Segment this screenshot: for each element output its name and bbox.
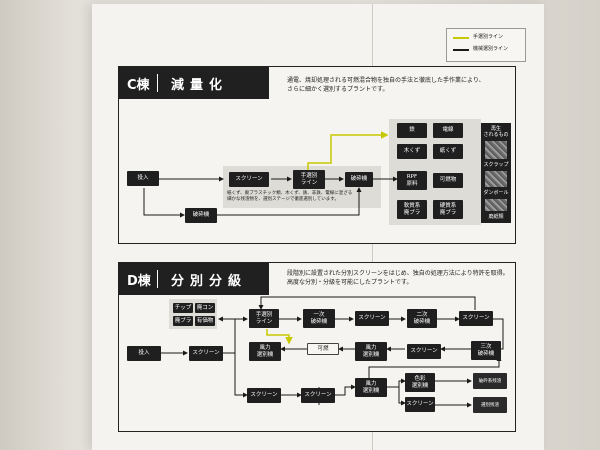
d-pc-node: 廃コン	[195, 303, 215, 313]
c-crusher-node-1: 破砕機	[345, 172, 373, 187]
c-process-note: 紙くず、廃プラスチック類、木くず、鉄、非鉄、電線に混ざる 細かな残渣物を、選別ス…	[227, 191, 353, 202]
c-photo-caption-2: ダンボール	[483, 190, 509, 196]
c-recycled-panel: 再生 されるもの スクラップ ダンボール 廃紙類	[481, 123, 511, 223]
c-recycled-title: 再生 されるもの	[483, 126, 509, 138]
section-c-header: C棟 減量化	[119, 67, 269, 99]
d-screen-g: スクリーン	[405, 397, 435, 412]
header-divider	[157, 74, 158, 92]
d-color-sorter: 色彩 選別機	[405, 373, 435, 392]
d-screen-b: スクリーン	[355, 311, 389, 326]
legend-manual-label: 手選別ライン	[473, 34, 504, 40]
waste-paper-photo	[485, 199, 507, 211]
section-d-desc-1: 段階別に設置された分別スクリーンをはじめ、独自の処理方法により特許を取得。	[287, 270, 509, 277]
section-c-flow-lines	[143, 131, 398, 218]
c-output-fuel: 可燃物	[433, 173, 463, 188]
legend-manual: 手選別ライン	[453, 33, 523, 43]
d-manual-line-node: 手選別 ライン	[249, 309, 279, 328]
d-screen-f: スクリーン	[301, 388, 335, 403]
c-output-paper: 紙くず	[433, 144, 463, 159]
legend-machine-swatch	[453, 49, 469, 51]
section-c-desc-2: さらに細かく選別するプラントです。	[287, 86, 389, 93]
legend-machine: 機械選別ライン	[453, 45, 523, 55]
section-d-name: 分別分級	[171, 274, 248, 289]
section-d-code: D棟	[127, 274, 151, 289]
d-output-2: 選別残渣	[473, 397, 507, 413]
d-primary-crusher: 一次 破砕機	[303, 309, 335, 328]
d-combustible-node: 可燃	[307, 343, 339, 355]
section-d-desc-2: 高度な分別・分級を可能にしたプラントです。	[287, 279, 413, 286]
c-output-soft-plastic: 軟質系 廃プラ	[397, 200, 427, 219]
c-output-rpf: RPF 原料	[397, 171, 427, 190]
c-output-hard-plastic: 硬質系 廃プラ	[433, 200, 463, 219]
d-tertiary-crusher: 三次 破砕機	[471, 341, 501, 360]
c-crusher-node-2: 破砕機	[185, 208, 217, 223]
section-c-name: 減量化	[171, 78, 229, 93]
c-input-node: 投入	[127, 171, 159, 186]
legend: 手選別ライン 機械選別ライン	[446, 28, 526, 62]
d-input-node: 投入	[127, 346, 161, 361]
section-d-header: D棟 分別分級	[119, 263, 269, 295]
c-screen-node: スクリーン	[229, 172, 269, 187]
d-chip-node: チップ	[173, 303, 193, 313]
c-output-wood: 木くず	[397, 144, 427, 159]
d-screen-a: スクリーン	[189, 346, 223, 361]
d-screen-d: スクリーン	[407, 344, 441, 359]
d-wind-sorter-2: 風力 選別機	[355, 342, 387, 361]
section-c: C棟 減量化 通電、焼却処理される可燃混合物を独自の手法と徹底した手作業により、…	[118, 66, 516, 244]
d-secondary-crusher: 二次 破砕機	[407, 309, 437, 328]
d-valuable-node: 有価物	[195, 316, 215, 326]
c-manual-line-node: 手選別 ライン	[293, 170, 325, 189]
d-output-1: 破砕系残渣	[473, 373, 507, 389]
c-output-iron: 鉄	[397, 123, 427, 138]
d-screen-e: スクリーン	[247, 388, 281, 403]
d-screen-c: スクリーン	[459, 311, 493, 326]
c-photo-caption-3: 廃紙類	[488, 214, 504, 220]
c-output-wire: 電線	[433, 123, 463, 138]
section-d: D棟 分別分級 段階別に設置された分別スクリーンをはじめ、独自の処理方法により特…	[118, 262, 516, 432]
section-c-desc-1: 通電、焼却処理される可燃混合物を独自の手法と徹底した手作業により、	[287, 77, 485, 84]
header-divider	[157, 270, 158, 288]
d-wind-sorter-3: 風力 選別機	[355, 378, 387, 397]
legend-manual-swatch	[453, 37, 469, 39]
scrap-photo	[485, 141, 507, 159]
section-c-code: C棟	[127, 78, 150, 93]
legend-machine-label: 機械選別ライン	[473, 46, 509, 52]
c-photo-caption-1: スクラップ	[483, 162, 509, 168]
d-wind-sorter-1: 風力 選別機	[249, 342, 281, 361]
cardboard-photo	[485, 171, 507, 187]
d-waste-plastic-node: 廃プラ	[173, 316, 193, 326]
